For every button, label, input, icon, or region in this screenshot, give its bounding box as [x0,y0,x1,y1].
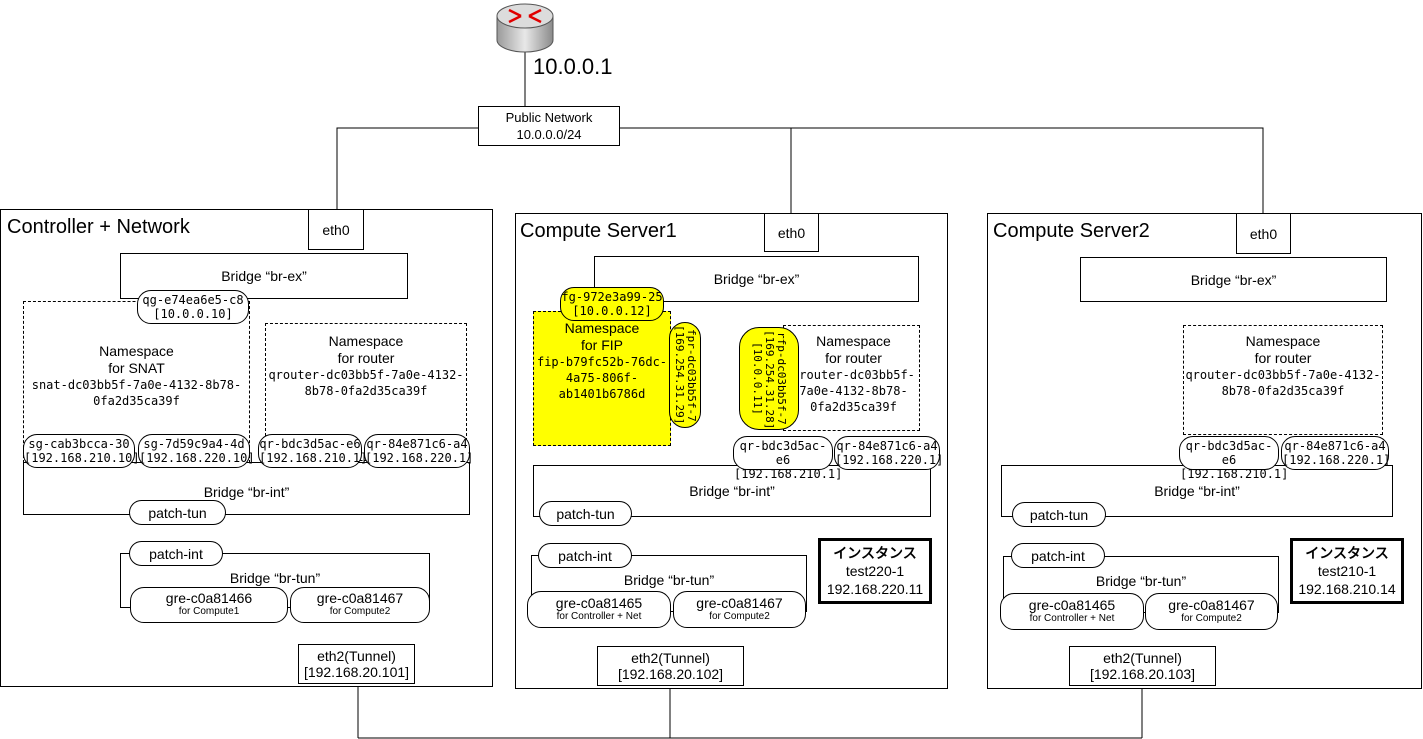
public-network: Public Network 10.0.0.0/24 [478,106,620,146]
compute1-title: Compute Server1 [520,220,677,242]
instance-label: インスタンス [1305,545,1389,561]
controller-title: Controller + Network [7,216,190,238]
compute1-patch-int: patch-int [538,543,632,568]
controller-br-int: Bridge “br-int” [23,462,470,515]
compute1-patch-tun: patch-tun [539,501,632,526]
compute2-patch-tun: patch-tun [1012,502,1106,527]
compute1-eth2: eth2(Tunnel)[192.168.20.102] [597,646,744,686]
compute1-rfp-port: rfp-dc03bb5f-7[169.254.31.28][10.0.0.11] [739,327,799,430]
public-network-name: Public Network [505,110,593,125]
compute2-router-ns-text: Namespace for router qrouter-dc03bb5f-7a… [1185,333,1381,398]
compute2-br-ex: Bridge “br-ex” [1080,257,1387,302]
compute1-router-ns-text: Namespace for router qrouter-dc03bb5f- 7… [792,333,915,414]
controller-eth2: eth2(Tunnel)[192.168.20.101] [298,644,415,684]
instance-ip: 192.168.220.11 [826,581,924,597]
compute1-instance: インスタンス test220-1 192.168.220.11 [818,538,932,604]
compute2-qr-port-2: qr-84e871c6-a4[192.168.220.1] [1281,436,1390,470]
compute2-patch-int: patch-int [1011,543,1105,568]
compute1-fg-port: fg-972e3a99-25[10.0.0.12] [560,287,664,321]
compute2-title: Compute Server2 [993,220,1150,242]
compute1-fip-ns-text: Namespace for FIP fip-b79fc52b-76dc- 4a7… [536,320,668,401]
controller-patch-int: patch-int [129,541,223,566]
compute1-fip-namespace [533,311,671,446]
controller-router-ns-text: Namespace for router qrouter-dc03bb5f-7a… [268,333,464,398]
controller-sg-port-1: sg-cab3bcca-30[192.168.210.10] [23,434,140,468]
controller-qr-port-2: qr-84e871c6-a4[192.168.220.1] [364,434,473,468]
compute2-eth0: eth0 [1236,213,1291,254]
compute2-eth2: eth2(Tunnel)[192.168.20.103] [1069,646,1216,686]
compute1-qr-port-1: qr-bdc3d5ac-e6[192.168.210.1] [733,436,842,481]
router-icon [496,3,554,53]
compute2-br-int: Bridge “br-int” [1001,465,1393,517]
compute1-qr-port-2: qr-84e871c6-a4[192.168.220.1] [834,436,943,470]
controller-sg-port-2: sg-7d59c9a4-4d[192.168.220.10] [138,434,255,468]
public-network-cidr: 10.0.0.0/24 [516,127,582,142]
instance-ip: 192.168.210.14 [1298,581,1396,597]
router [495,0,555,56]
instance-label: インスタンス [833,545,917,561]
compute1-eth0: eth0 [764,213,819,252]
controller-qg-port: qg-e74ea6e5-c8[10.0.0.10] [137,290,249,324]
instance-name: test220-1 [845,563,905,579]
compute2-router-namespace [1183,325,1383,435]
controller-snat-ns-text: Namespace for SNAT snat-dc03bb5f-7a0e-41… [31,343,242,408]
compute2-qr-port-1: qr-bdc3d5ac-e6[192.168.210.1] [1179,436,1288,481]
instance-name: test210-1 [1317,563,1377,579]
controller-patch-tun: patch-tun [129,500,226,525]
compute1-fpr-port: fpr-dc03bb5f-7[169.254.31.29] [669,322,701,428]
controller-qr-port-1: qr-bdc3d5ac-e6[192.168.210.1] [258,434,367,468]
router-ip: 10.0.0.1 [533,54,613,79]
controller-eth0: eth0 [308,209,364,250]
compute2-instance: インスタンス test210-1 192.168.210.14 [1290,538,1404,604]
